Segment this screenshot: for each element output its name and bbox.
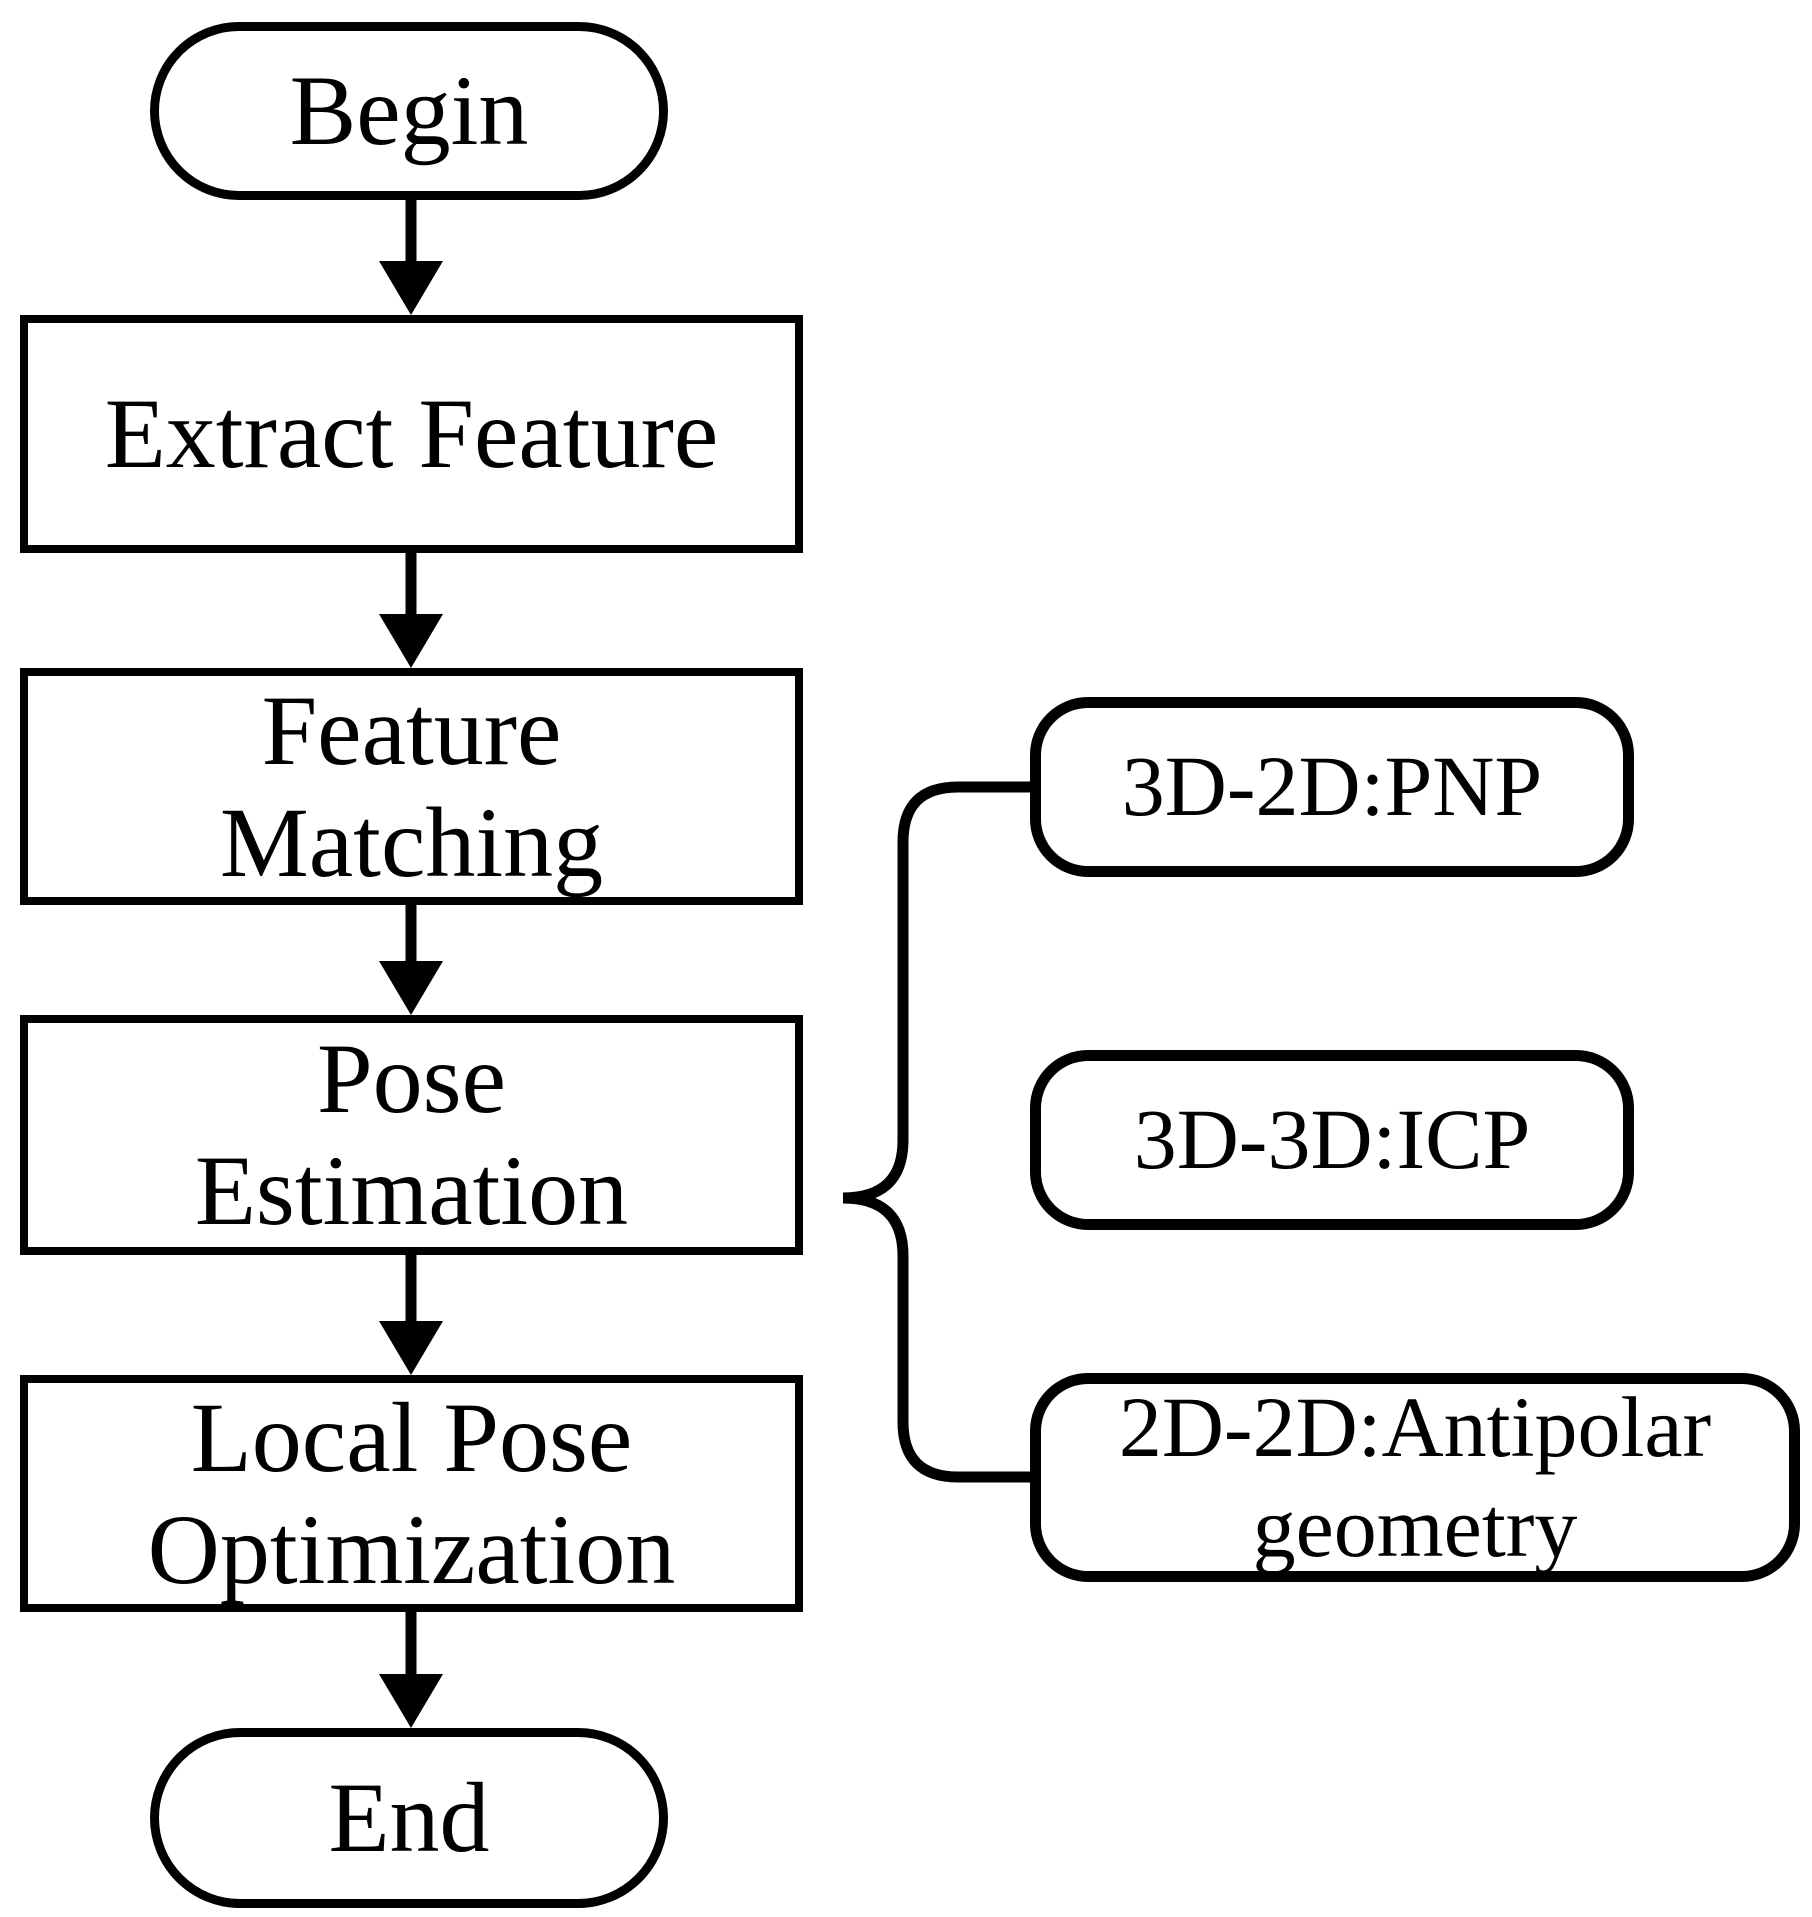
pose-estimation-label-line1: Pose <box>317 1023 506 1134</box>
option-antipolar-label-line2: geometry <box>1252 1478 1578 1575</box>
pose-estimation-label-line2: Estimation <box>194 1135 629 1246</box>
extract-feature-label: Extract Feature <box>104 378 719 489</box>
end-label: End <box>328 1762 490 1873</box>
local-pose-optimization-label-line2: Optimization <box>147 1493 676 1605</box>
option-3d-3d-icp: 3D-3D:ICP <box>1030 1050 1634 1230</box>
flow-arrow-extract-to-matching <box>379 553 443 668</box>
flow-arrow-pose-to-local <box>379 1255 443 1375</box>
begin-label: Begin <box>289 55 529 166</box>
pose-estimation-step: Pose Estimation <box>20 1015 803 1255</box>
local-pose-optimization-step: Local Pose Optimization <box>20 1375 803 1612</box>
option-antipolar-label-line1: 2D-2D:Antipolar <box>1118 1378 1712 1475</box>
feature-matching-label-line2: Matching <box>219 786 604 898</box>
option-3d-3d-icp-label: 3D-3D:ICP <box>1133 1091 1531 1188</box>
brace-connector <box>842 781 1036 1483</box>
begin-terminator: Begin <box>150 22 668 200</box>
flow-arrow-begin-to-extract <box>379 200 443 315</box>
option-3d-2d-pnp-label: 3D-2D:PNP <box>1121 738 1543 835</box>
local-pose-optimization-label-line1: Local Pose <box>190 1381 633 1493</box>
flow-arrow-matching-to-pose <box>379 905 443 1015</box>
option-2d-2d-antipolar-geometry: 2D-2D:Antipolar geometry <box>1030 1373 1800 1582</box>
option-3d-2d-pnp: 3D-2D:PNP <box>1030 697 1634 877</box>
flow-arrow-local-to-end <box>379 1612 443 1728</box>
end-terminator: End <box>150 1728 668 1908</box>
extract-feature-step: Extract Feature <box>20 315 803 553</box>
feature-matching-label-line1: Feature <box>261 674 562 786</box>
feature-matching-step: Feature Matching <box>20 668 803 905</box>
